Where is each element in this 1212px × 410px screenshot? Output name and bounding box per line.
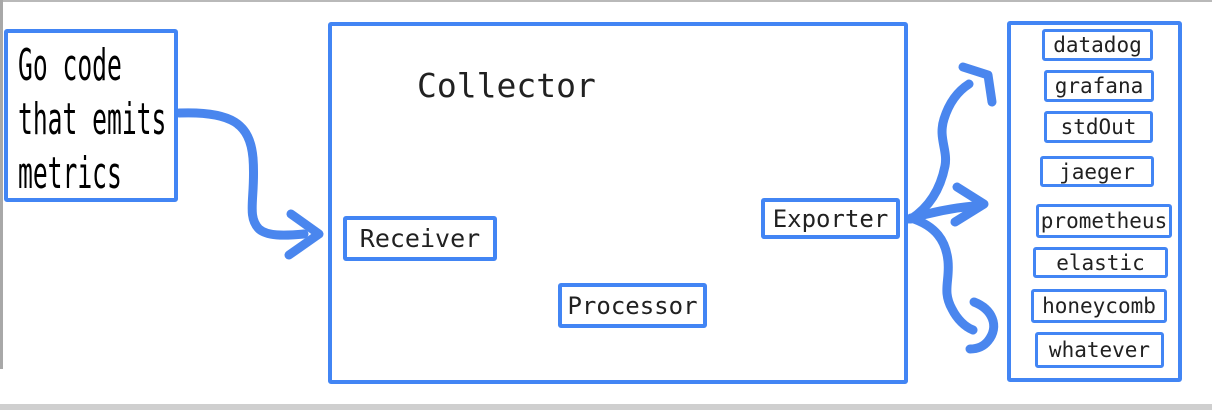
receiver-box[interactable]: Receiver: [343, 216, 497, 261]
destination-label: datadog: [1053, 33, 1142, 57]
receiver-label: Receiver: [359, 224, 481, 253]
source-code-box[interactable]: Go code that emits metrics: [4, 29, 178, 202]
destination-box-jaeger[interactable]: jaeger: [1040, 156, 1154, 187]
destination-box-datadog[interactable]: datadog: [1042, 29, 1153, 61]
destination-label: jaeger: [1059, 159, 1135, 184]
destination-label: honeycomb: [1042, 294, 1156, 318]
canvas-top-edge: [0, 0, 1212, 2]
destination-box-prometheus[interactable]: prometheus: [1036, 204, 1172, 238]
destination-label: whatever: [1048, 338, 1151, 362]
destination-box-elastic[interactable]: elastic: [1033, 247, 1168, 278]
arrow-exporter-fanout-right[interactable]: [904, 182, 989, 227]
destination-label: grafana: [1054, 74, 1144, 98]
source-text-line-1: Go code: [18, 40, 122, 91]
processor-label: Processor: [567, 291, 698, 320]
source-code-text: Go code that emits metrics: [18, 39, 166, 201]
source-text-line-3: metrics: [18, 148, 122, 199]
canvas-bottom-edge: [0, 404, 1212, 410]
source-text-line-2: that emits: [18, 94, 167, 145]
destination-label: elastic: [1056, 250, 1145, 275]
destination-box-whatever[interactable]: whatever: [1035, 332, 1164, 368]
collector-title: Collector: [417, 66, 596, 105]
destination-box-honeycomb[interactable]: honeycomb: [1031, 289, 1167, 323]
destination-label: prometheus: [1040, 209, 1168, 233]
destination-box-grafana[interactable]: grafana: [1044, 70, 1154, 102]
arrow-exporter-fanout-up[interactable]: [906, 62, 997, 224]
processor-box[interactable]: Processor: [558, 283, 707, 328]
destination-label: stdOut: [1060, 115, 1137, 139]
canvas-left-edge: [0, 0, 3, 369]
exporter-box[interactable]: Exporter: [761, 198, 900, 239]
exporter-label: Exporter: [772, 204, 889, 233]
arrow-source-to-receiver[interactable]: [174, 108, 324, 260]
arrow-exporter-fanout-down[interactable]: [906, 213, 999, 354]
destination-box-stdout[interactable]: stdOut: [1044, 111, 1153, 143]
